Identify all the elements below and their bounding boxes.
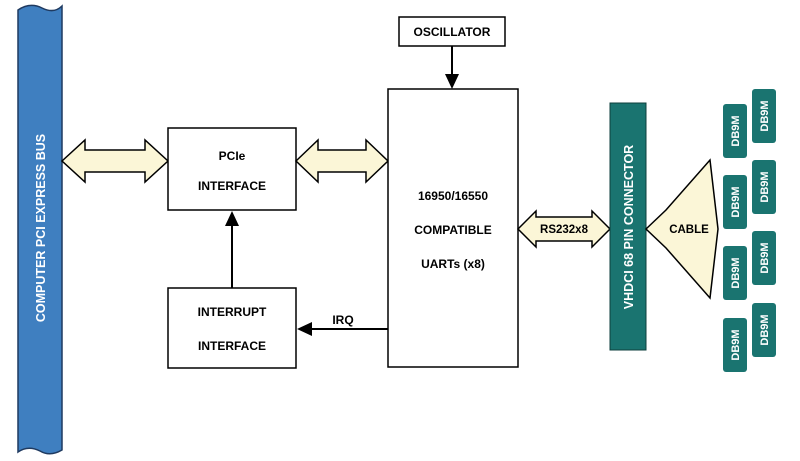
db9-port: DB9M <box>723 246 747 300</box>
pcie-label-line1: PCIe <box>219 149 246 163</box>
svg-text:DB9M: DB9M <box>730 115 742 146</box>
svg-text:DB9M: DB9M <box>759 100 771 131</box>
interrupt-interface-box: INTERRUPT INTERFACE <box>167 287 297 369</box>
db9-port: DB9M <box>752 231 776 285</box>
db9-port: DB9M <box>752 89 776 143</box>
irq-label: IRQ <box>332 313 353 327</box>
bus-label: COMPUTER PCI EXPRESS BUS <box>34 134 48 322</box>
uart-label-line1: 16950/16550 <box>418 189 488 203</box>
cable-shape: CABLE <box>644 158 719 300</box>
oscillator-label: OSCILLATOR <box>414 25 491 39</box>
vhdci-connector: VHDCI 68 PIN CONNECTOR <box>609 102 647 351</box>
db9-port: DB9M <box>723 175 747 229</box>
uart-label-line2: COMPATIBLE <box>414 223 492 237</box>
svg-text:DB9M: DB9M <box>759 242 771 273</box>
svg-text:DB9M: DB9M <box>759 171 771 202</box>
uart-box: 16950/16550 COMPATIBLE UARTs (x8) <box>387 88 519 368</box>
interrupt-label-line1: INTERRUPT <box>198 305 267 319</box>
svg-text:DB9M: DB9M <box>730 257 742 288</box>
uart-label-line3: UARTs (x8) <box>421 257 485 271</box>
pcie-label-line2: INTERFACE <box>198 179 266 193</box>
interrupt-to-pcie-arrow <box>225 211 239 288</box>
pcie-interface-box: PCIe INTERFACE <box>167 127 297 211</box>
cable-label: CABLE <box>669 224 709 236</box>
pci-express-bus: COMPUTER PCI EXPRESS BUS <box>17 4 63 455</box>
svg-text:DB9M: DB9M <box>759 314 771 345</box>
db9-port: DB9M <box>723 318 747 372</box>
connector-label: VHDCI 68 PIN CONNECTOR <box>622 145 636 309</box>
db9-port: DB9M <box>752 303 776 357</box>
svg-text:DB9M: DB9M <box>730 186 742 217</box>
db9-port: DB9M <box>752 160 776 214</box>
rs232-arrow: RS232x8 <box>516 209 612 249</box>
oscillator-arrow <box>445 46 459 89</box>
pcie-uart-arrow <box>294 138 390 184</box>
db9-port: DB9M <box>723 104 747 158</box>
svg-text:DB9M: DB9M <box>730 329 742 360</box>
bus-pcie-arrow <box>60 138 170 184</box>
db9-port-group: DB9M DB9M DB9M DB9M DB9M DB9M DB9M DB9M <box>723 89 776 372</box>
interrupt-label-line2: INTERFACE <box>198 339 266 353</box>
rs232-label: RS232x8 <box>540 224 589 236</box>
irq-arrow: IRQ <box>297 313 388 336</box>
oscillator-box: OSCILLATOR <box>398 16 506 47</box>
